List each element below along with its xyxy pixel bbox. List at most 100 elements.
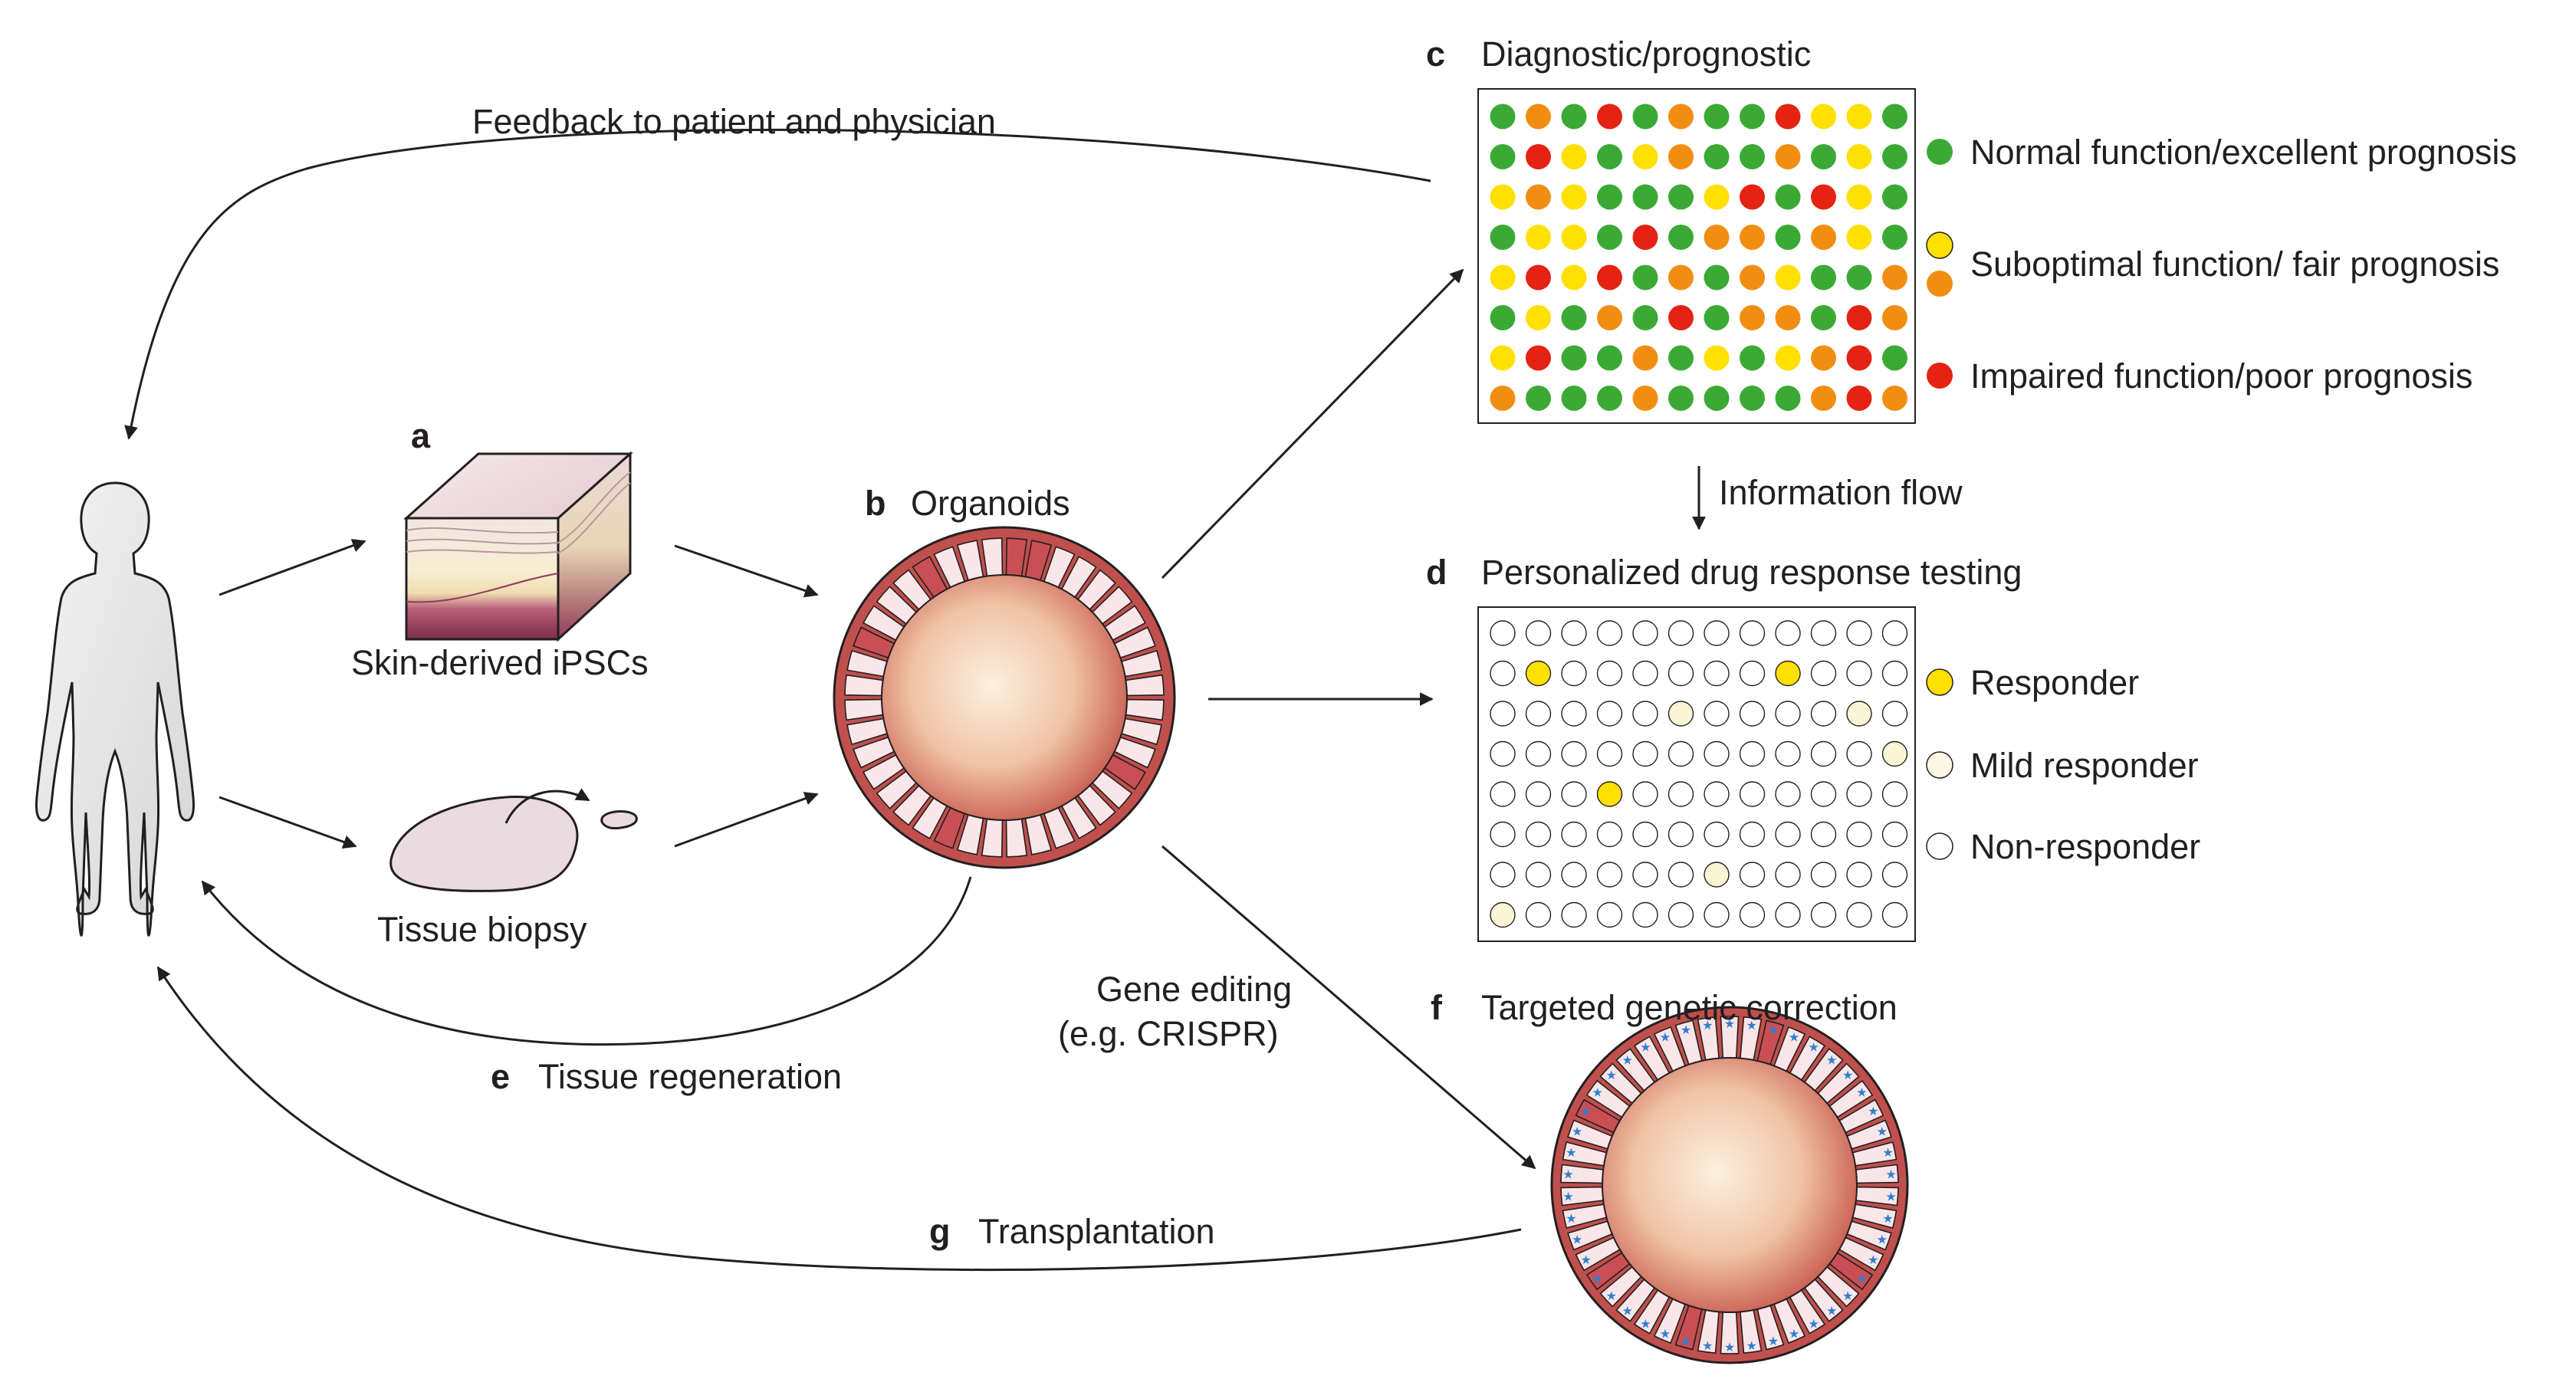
diagnostic-well <box>1668 264 1694 291</box>
diagnostic-well <box>1846 386 1872 411</box>
transplantation-label: Transplantation <box>978 1212 1215 1251</box>
drug-response-well <box>1881 660 1908 687</box>
diagnostic-well <box>1811 103 1836 130</box>
drug-response-well <box>1775 821 1801 848</box>
correction-title: Targeted genetic correction <box>1481 988 1898 1027</box>
correction-star-icon: ★ <box>1681 1334 1691 1348</box>
legend-normal-swatch <box>1927 139 1953 165</box>
correction-star-icon: ★ <box>1592 1085 1602 1099</box>
correction-star-icon: ★ <box>1724 1016 1735 1031</box>
drug-response-well <box>1881 901 1908 928</box>
diagnostic-well <box>1704 144 1730 169</box>
legend-non-responder-swatch <box>1926 832 1953 860</box>
drug-response-well <box>1846 862 1872 888</box>
correction-star-icon: ★ <box>1606 1068 1617 1082</box>
drug-response-well <box>1632 740 1658 767</box>
correction-star-icon: ★ <box>1768 1023 1779 1037</box>
diagnostic-well <box>1526 103 1551 130</box>
drug-response-well <box>1704 660 1730 687</box>
diagnostic-well <box>1561 184 1587 210</box>
diagnostic-well <box>1811 386 1836 411</box>
diagnostic-well <box>1846 225 1872 250</box>
drug-response-well <box>1490 620 1516 646</box>
diagnostic-well <box>1775 225 1801 250</box>
drug-response-well <box>1704 901 1730 928</box>
correction-star-icon: ★ <box>1885 1189 1896 1203</box>
gene-editing-label-line1: Gene editing <box>1096 970 1292 1009</box>
drug-response-well <box>1846 740 1872 767</box>
diagnostic-well <box>1668 386 1694 411</box>
panel-b-letter: b <box>865 484 886 523</box>
diagnostic-well <box>1704 345 1730 371</box>
drug-response-well <box>1704 620 1730 646</box>
diagnostic-well <box>1882 345 1907 371</box>
drug-response-well <box>1632 701 1658 727</box>
drug-response-well <box>1881 781 1908 807</box>
diagnostic-well <box>1561 225 1587 250</box>
tissue-biopsy-label: Tissue biopsy <box>377 910 587 949</box>
legend-impaired-label: Impaired function/poor prognosis <box>1970 356 2472 396</box>
legend-suboptimal-orange-swatch <box>1927 271 1953 297</box>
diagnostic-well <box>1846 264 1872 291</box>
drug-response-well <box>1596 660 1623 687</box>
drug-response-well <box>1596 862 1623 888</box>
diagnostic-well <box>1775 184 1801 210</box>
drug-response-well <box>1775 740 1801 767</box>
diagnostic-well <box>1882 264 1907 291</box>
drug-response-well <box>1775 660 1801 687</box>
drug-response-well <box>1632 781 1658 807</box>
panel-e-letter: e <box>491 1057 510 1096</box>
diagnostic-well <box>1490 103 1516 130</box>
correction-star-icon: ★ <box>1724 1340 1735 1354</box>
correction-star-icon: ★ <box>1768 1334 1779 1348</box>
diagnostic-well <box>1740 184 1765 210</box>
drug-response-well <box>1704 701 1730 727</box>
drug-response-well <box>1525 821 1552 848</box>
drug-response-well <box>1704 781 1730 807</box>
diagnostic-well <box>1775 103 1801 130</box>
drug-response-well <box>1846 781 1872 807</box>
legend-diagnostic: Normal function/excellent prognosis Subo… <box>1926 133 2517 396</box>
drug-response-well <box>1596 821 1623 848</box>
diagnostic-well <box>1632 345 1658 371</box>
drug-response-well <box>1846 821 1872 848</box>
diagnostic-well <box>1704 103 1730 130</box>
diagnostic-well <box>1526 144 1551 169</box>
arrow-person-to-skin <box>219 539 366 596</box>
diagnostic-well <box>1526 225 1551 250</box>
diagnostic-well <box>1490 345 1516 371</box>
diagnostic-well <box>1526 184 1551 210</box>
diagnostic-well <box>1740 264 1765 291</box>
diagnostic-well <box>1882 225 1907 250</box>
drug-response-well <box>1596 620 1623 646</box>
drug-response-well <box>1739 701 1766 727</box>
diagnostic-well <box>1490 144 1516 169</box>
diagnostic-well <box>1561 386 1587 411</box>
drug-response-well <box>1561 862 1587 888</box>
correction-star-icon: ★ <box>1572 1124 1582 1138</box>
diagnostic-well <box>1811 305 1836 330</box>
diagnostic-well <box>1561 144 1587 169</box>
diagnostic-well <box>1490 184 1516 210</box>
organoids-label: Organoids <box>911 484 1070 523</box>
diagnostic-well <box>1775 144 1801 169</box>
correction-star-icon: ★ <box>1562 1189 1573 1203</box>
skin-block-icon <box>403 451 633 642</box>
correction-star-icon: ★ <box>1882 1145 1893 1160</box>
drug-response-well <box>1596 901 1623 928</box>
diagnostic-well <box>1775 305 1801 330</box>
panel-g-letter: g <box>929 1212 951 1251</box>
correction-star-icon: ★ <box>1789 1029 1799 1044</box>
diagnostic-well <box>1597 144 1622 169</box>
drug-response-well <box>1810 660 1837 687</box>
drug-response-well <box>1668 660 1694 687</box>
diagnostic-well <box>1526 386 1551 411</box>
drug-response-well <box>1775 901 1801 928</box>
skin-ipsc-label: Skin-derived iPSCs <box>351 643 649 682</box>
drug-response-well <box>1881 701 1908 727</box>
drug-response-well <box>1596 701 1623 727</box>
diagnostic-well <box>1668 225 1694 250</box>
legend-mild-label: Mild responder <box>1970 746 2199 785</box>
drug-response-well <box>1739 781 1766 807</box>
legend-suboptimal-label: Suboptimal function/ fair prognosis <box>1970 245 2499 284</box>
